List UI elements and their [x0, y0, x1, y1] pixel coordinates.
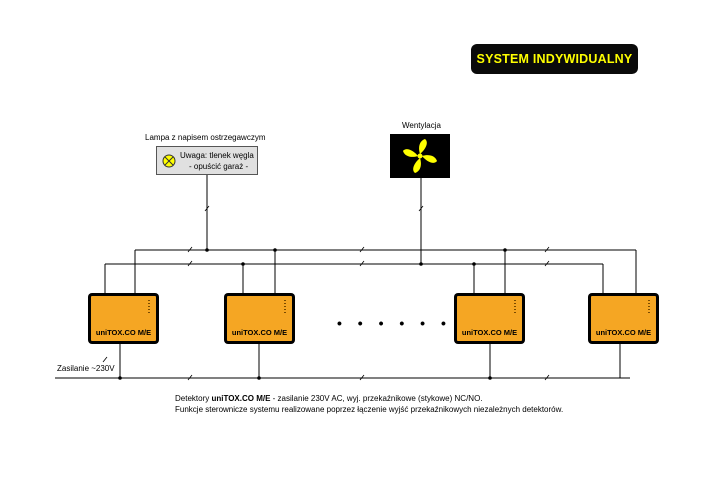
- caption-line2: Funkcje sterownicze systemu realizowane …: [175, 405, 564, 414]
- lamp-caption: Lampa z napisem ostrzegawczym: [145, 133, 266, 142]
- detector-3: uniTOX.CO M/E: [454, 293, 525, 344]
- lamp-text-line2: - opuścić garaż -: [189, 162, 249, 171]
- led-dots: [514, 300, 516, 314]
- more-detectors-ellipsis: • • • • • •: [337, 315, 452, 331]
- description-caption: Detektory uniTOX.CO M/E - zasilanie 230V…: [175, 393, 563, 415]
- fan-icon: [403, 139, 437, 173]
- led-dots: [284, 300, 286, 314]
- detector-1: uniTOX.CO M/E: [88, 293, 159, 344]
- detector-label: uniTOX.CO M/E: [595, 328, 652, 337]
- warning-lamp: Uwaga: tlenek węgla - opuścić garaż -: [156, 146, 258, 175]
- detector-2: uniTOX.CO M/E: [224, 293, 295, 344]
- supply-label: Zasilanie ~230V: [57, 364, 115, 373]
- fan-caption: Wentylacja: [402, 121, 441, 130]
- caption-line1: Detektory uniTOX.CO M/E - zasilanie 230V…: [175, 394, 483, 403]
- ventilation-fan: [390, 134, 450, 178]
- led-dots: [148, 300, 150, 314]
- lamp-bulb-icon: [162, 154, 176, 168]
- lamp-text-line1: Uwaga: tlenek węgla: [180, 151, 254, 160]
- title-badge: SYSTEM INDYWIDUALNY: [471, 44, 638, 74]
- detector-label: uniTOX.CO M/E: [95, 328, 152, 337]
- led-dots: [648, 300, 650, 314]
- detector-label: uniTOX.CO M/E: [461, 328, 518, 337]
- detector-4: uniTOX.CO M/E: [588, 293, 659, 344]
- detector-label: uniTOX.CO M/E: [231, 328, 288, 337]
